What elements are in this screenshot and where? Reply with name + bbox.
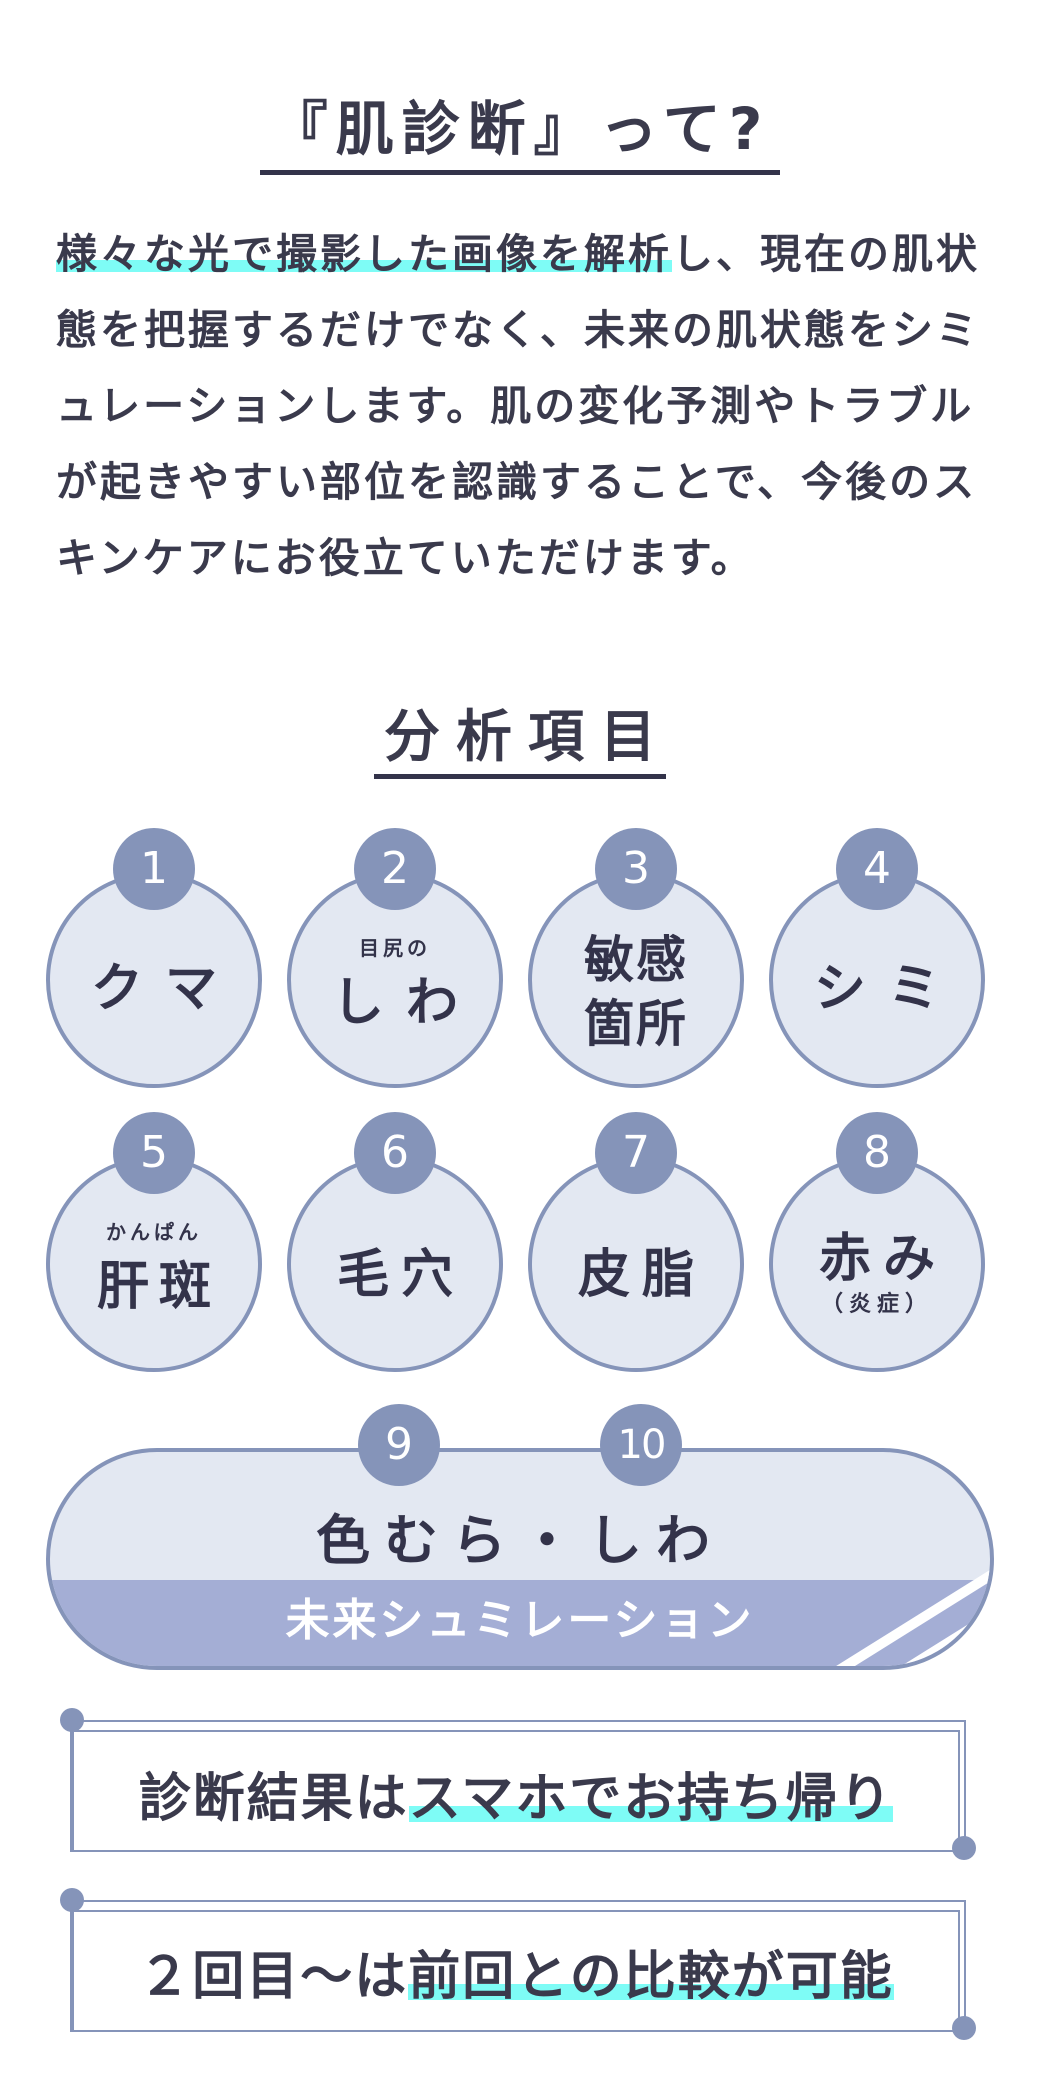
item-ruby: かんぱん: [106, 1220, 202, 1244]
future-simulation-band: 未来シュミレーション: [50, 1580, 990, 1666]
item-label: クマ: [90, 959, 239, 1019]
item-number-badge: 8: [836, 1112, 918, 1194]
corner-dot: [60, 1888, 84, 1912]
feature-box-takeaway: [72, 1730, 960, 1852]
item-label: シミ: [813, 959, 962, 1019]
compare-highlight: 前回との比較が可能: [408, 1947, 894, 2007]
feature-box-compare: [72, 1910, 960, 2032]
analysis-item-combined: 色むら・しわ 未来シュミレーション: [46, 1448, 994, 1670]
intro-rest: し、現在の肌状態を把握するだけでなく、未来の肌状態をシミュレーションします。肌の…: [56, 230, 980, 582]
item-label-line2: 箇所: [584, 995, 688, 1053]
item-number-badge: 9: [358, 1404, 440, 1486]
takeaway-highlight: スマホでお持ち帰り: [408, 1769, 894, 1829]
item-number-badge: 10: [600, 1404, 682, 1486]
item-ruby: 目尻の: [359, 936, 431, 960]
intro-paragraph: 様々な光で撮影した画像を解析し、現在の肌状態を把握するだけでなく、未来の肌状態を…: [56, 216, 986, 596]
about-title-underline: [260, 170, 780, 175]
item-label: 皮脂: [577, 1245, 706, 1305]
item-number-badge: 5: [113, 1112, 195, 1194]
item-label: 敏感: [584, 931, 688, 989]
item-label: 肝斑: [96, 1257, 221, 1317]
item-number-badge: 4: [836, 828, 918, 910]
analysis-title-underline: [374, 774, 666, 779]
analysis-item-redness: 赤み （炎症）: [769, 1156, 985, 1372]
item-number-badge: 7: [595, 1112, 677, 1194]
item-number-badge: 2: [354, 828, 436, 910]
item-number-badge: 3: [595, 828, 677, 910]
compare-text: ２回目〜は前回との比較が可能: [72, 1934, 960, 2009]
corner-dot: [952, 2016, 976, 2040]
item-label: 赤み: [818, 1229, 947, 1289]
corner-dot: [952, 1836, 976, 1860]
analysis-title: 分析項目: [384, 705, 672, 770]
intro-highlight: 様々な光で撮影した画像を解析: [56, 230, 672, 278]
takeaway-pre: 診断結果は: [138, 1769, 409, 1829]
about-title: 『肌診断』って?: [269, 95, 771, 163]
corner-dot: [60, 1708, 84, 1732]
item-number-badge: 6: [354, 1112, 436, 1194]
item-label: 毛穴: [336, 1245, 465, 1305]
compare-pre: ２回目〜は: [138, 1947, 409, 2007]
item-label: しわ: [331, 973, 480, 1033]
takeaway-text: 診断結果はスマホでお持ち帰り: [72, 1756, 960, 1831]
item-sublabel: （炎症）: [820, 1292, 933, 1317]
item-number-badge: 1: [113, 828, 195, 910]
combined-label: 色むら・しわ: [316, 1509, 724, 1572]
